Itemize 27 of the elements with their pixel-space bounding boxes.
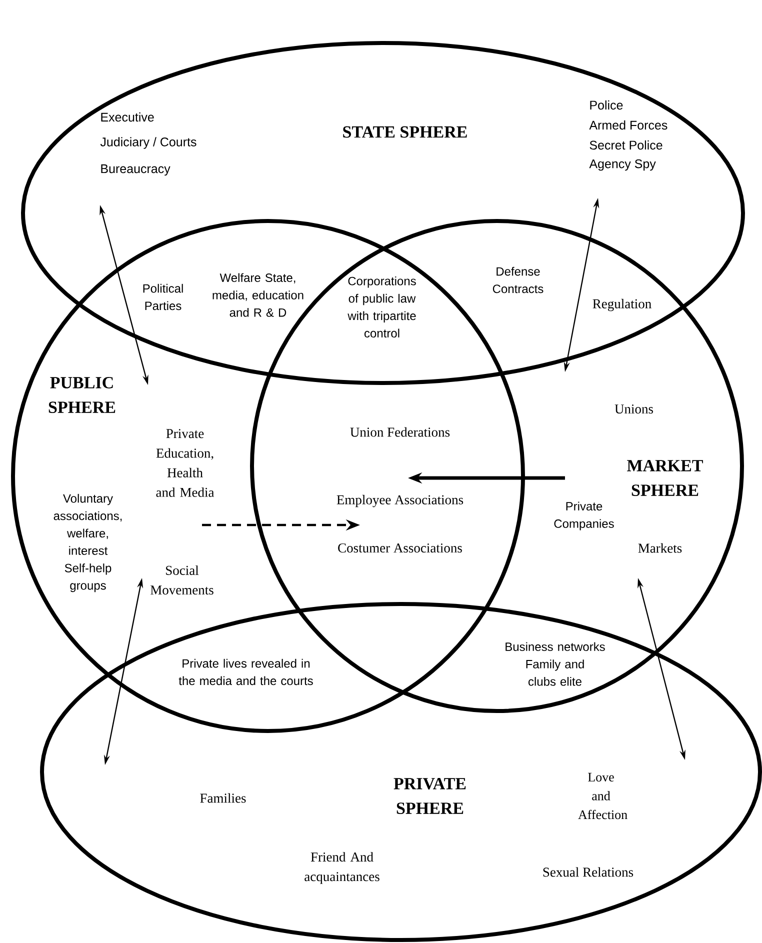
sphere-item-text: Secret Police	[590, 140, 662, 150]
sphere-item-text: Welfare State, media, education and R & D	[212, 273, 304, 317]
sphere-item-text: Sexual Relations	[543, 867, 634, 877]
sphere-item-text: Markets	[638, 543, 682, 553]
sphere-item-text: Armed Forces	[589, 120, 668, 130]
sphere-item-text: Social Movements	[150, 565, 214, 595]
sphere-item-text: Love and Affection	[578, 772, 628, 820]
sphere-item-text: Judiciary / Courts	[100, 137, 196, 149]
sphere-item-text: Bureaucracy	[101, 164, 170, 176]
sphere-item-text: Defense Contracts	[492, 266, 544, 294]
sphere-item-text: Families	[200, 793, 246, 803]
sphere-item-text: Executive	[101, 112, 154, 122]
sphere-item-text: Costumer Associations	[338, 543, 462, 553]
sphere-item-text: Regulation	[592, 298, 652, 312]
sphere-item-text: Police	[590, 100, 623, 110]
sphere-item-text: Private Education, Health and Media	[156, 429, 214, 497]
sphere-item-text: Private lives revealed in the media and the courts	[178, 658, 313, 686]
sphere-item-text: Private Companies	[554, 502, 614, 530]
sphere-item-text: Friend And acquaintances	[304, 852, 380, 884]
sphere-item-text: Voluntary associations, welfare, interest Self-help groups	[54, 494, 122, 592]
sphere-item-text: Employee Associations	[336, 494, 464, 508]
sphere-item-text: Union Federations	[350, 427, 450, 437]
sphere-item-text: Unions	[614, 404, 654, 414]
sphere-item-text: Corporations of public law with tripartite control	[348, 276, 416, 338]
sphere-item-text: Political Parties	[143, 284, 183, 310]
sphere-item-text: Business networks Family and clubs elite	[506, 642, 605, 686]
sphere-item-text: Agency Spy	[589, 159, 656, 171]
